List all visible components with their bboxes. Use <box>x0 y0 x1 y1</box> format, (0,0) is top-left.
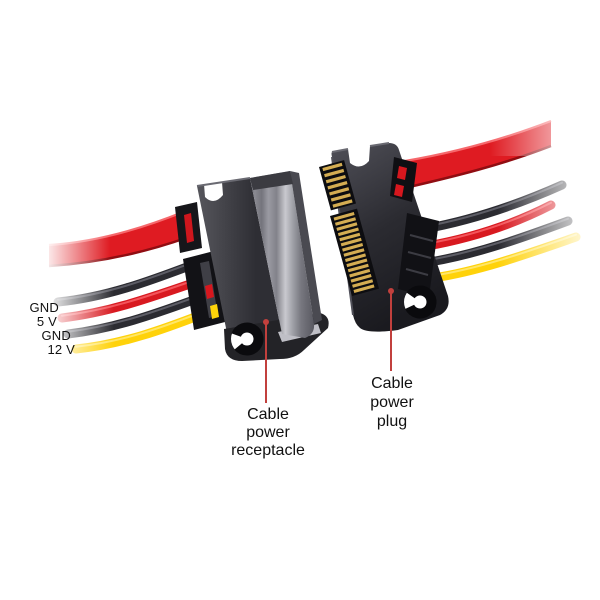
caption-receptacle-line1: Cable <box>247 406 289 423</box>
power-wires-left <box>44 260 208 362</box>
red-data-cable-left <box>42 205 187 271</box>
caption-receptacle-line3: receptacle <box>231 442 305 459</box>
wire-label-gnd-1: GND <box>29 300 59 315</box>
mounting-horseshoe-left <box>231 322 264 356</box>
leader-lines <box>263 288 394 403</box>
wire-fade-right <box>498 176 600 288</box>
wire-label-gnd-2: GND <box>41 328 71 343</box>
mounting-horseshoe-right <box>404 285 437 319</box>
wire-fade-left <box>44 286 114 362</box>
face-side-edge <box>290 171 322 324</box>
caption-plug: Cable power plug <box>337 374 447 431</box>
body-top-edge-highlight <box>331 142 390 153</box>
cable-fade-left <box>42 205 110 271</box>
face-top-cap <box>250 171 293 190</box>
power-wire-clamp-right <box>398 213 439 297</box>
power-pin-comb <box>330 208 379 296</box>
caption-receptacle: Cable power receptacle <box>208 406 328 460</box>
red-wire-indicator <box>205 284 214 299</box>
power-wires-right <box>419 176 600 288</box>
plug-assembly <box>319 110 600 332</box>
caption-plug-line1: Cable <box>371 375 413 392</box>
cable-fade-right <box>490 110 600 156</box>
caption-plug-line3: plug <box>376 413 408 430</box>
wire-label-12v: 12 V <box>47 342 75 357</box>
caption-receptacle-line2: power <box>246 424 290 441</box>
leader-dot-receptacle <box>263 319 269 325</box>
body-top-edge-highlight <box>196 177 251 187</box>
receptacle-face <box>250 171 322 338</box>
receptacle-body <box>197 178 282 347</box>
wire-label-5v: 5 V <box>36 314 57 329</box>
data-cable-clamp-left <box>175 202 202 253</box>
data-pin-comb <box>319 160 356 211</box>
yellow-wire-indicator <box>210 304 219 319</box>
red-data-cable-right <box>404 110 600 189</box>
caption-plug-line2: power <box>370 394 414 411</box>
leader-dot-plug <box>388 288 394 294</box>
data-cable-clamp-right <box>390 157 417 202</box>
receptacle-assembly <box>42 171 329 362</box>
